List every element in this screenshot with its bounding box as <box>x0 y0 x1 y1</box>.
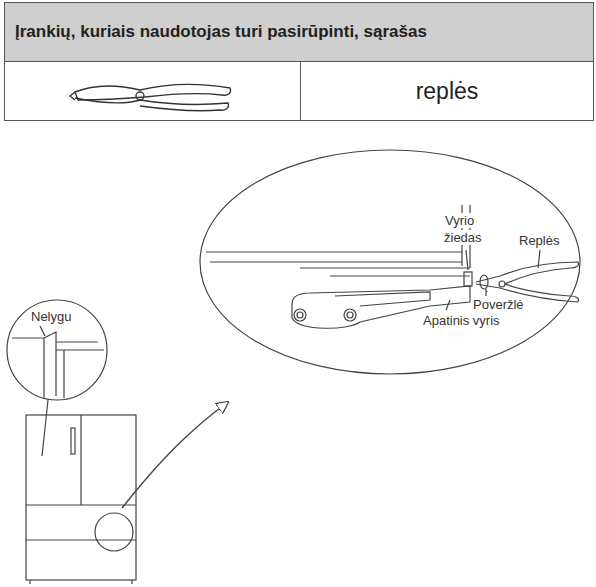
part-label: Vyrio žiedas <box>444 212 496 246</box>
hinge-detail <box>200 150 580 374</box>
table-cell <box>4 61 301 121</box>
table-header: Įrankių, kuriais naudotojas turi pasirūp… <box>4 2 594 62</box>
table-cell: replės <box>300 61 594 121</box>
part-label-text: Replės <box>518 233 560 248</box>
part-label-text: Apatinis vyris <box>422 313 501 328</box>
pliers-icon <box>70 84 231 110</box>
part-label: Poveržlė <box>472 296 542 313</box>
part-label-text: Nelygu <box>30 309 72 324</box>
table-title: Įrankių, kuriais naudotojas turi pasirūp… <box>15 21 427 42</box>
tool-name: replės <box>416 77 479 106</box>
part-label: Nelygu <box>30 308 90 325</box>
part-label: Apatinis vyris <box>422 312 532 329</box>
part-label-text: Vyrio žiedas <box>444 213 483 245</box>
part-label-text: Poveržlė <box>472 297 525 312</box>
uneven-detail <box>7 300 107 400</box>
zoom-arrow <box>122 402 228 508</box>
part-label: Replės <box>518 232 578 249</box>
fridge <box>26 400 136 584</box>
